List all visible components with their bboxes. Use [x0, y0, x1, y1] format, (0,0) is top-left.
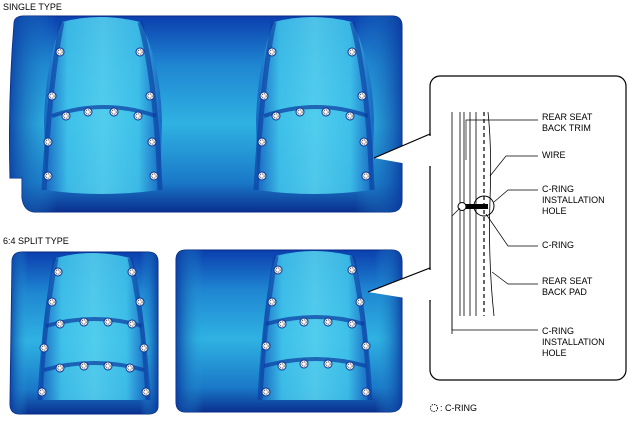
label-c-ring-installation-hole-bottom: C-RING INSTALLATION HOLE	[542, 326, 605, 358]
label-rear-seat-back-pad: REAR SEAT BACK PAD	[542, 276, 593, 297]
c-ring-icon	[429, 403, 439, 413]
single-seat-back	[9, 15, 403, 213]
detail-callout	[367, 75, 627, 381]
split-right-seat-back	[175, 249, 403, 413]
legend-text: : C-RING	[440, 403, 477, 413]
label-wire: WIRE	[542, 150, 566, 160]
single-type-title: SINGLE TYPE	[3, 2, 62, 12]
split-type-title: 6:4 SPLIT TYPE	[3, 236, 69, 246]
label-rear-seat-back-trim: REAR SEAT BACK TRIM	[542, 112, 593, 133]
split-left-seat-back	[9, 251, 159, 415]
label-c-ring-installation-hole-top: C-RING INSTALLATION HOLE	[542, 184, 605, 216]
label-c-ring: C-RING	[542, 240, 574, 250]
